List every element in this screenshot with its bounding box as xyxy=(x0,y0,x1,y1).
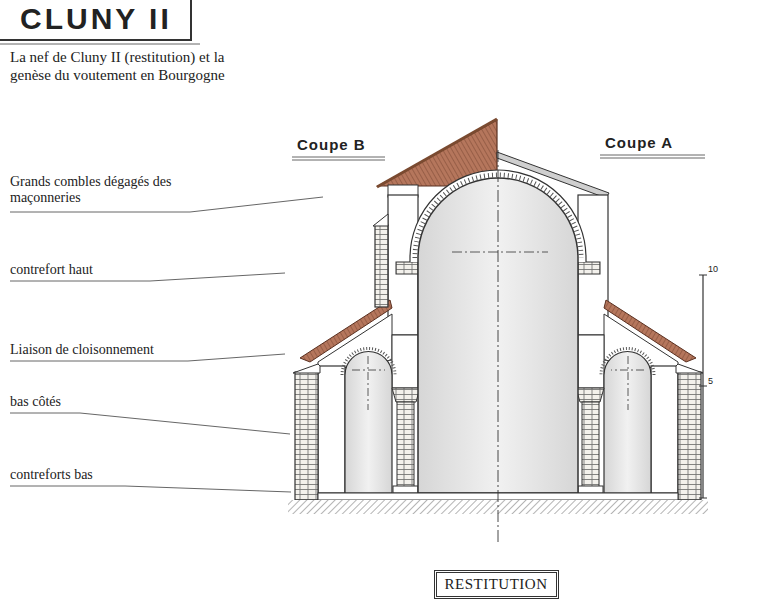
scale-number: 5 xyxy=(708,376,713,387)
section-label: Coupe A xyxy=(605,134,673,152)
section-label: Coupe B xyxy=(297,136,366,154)
part-label: bas côtés xyxy=(10,394,61,410)
part-label: Liaison de cloisonnement xyxy=(10,342,154,358)
part-label: contreforts bas xyxy=(10,467,93,483)
part-label: Grands combles dégagés des maçonneries xyxy=(10,174,185,206)
subtitle: La nef de Cluny II (restitution) et la g… xyxy=(10,48,245,84)
high-buttress xyxy=(375,225,388,307)
part-label: contrefort haut xyxy=(10,262,93,278)
title: CLUNY II xyxy=(0,0,192,41)
axis-line xyxy=(498,150,499,545)
stamp-box: RESTITUTION xyxy=(434,570,559,599)
leader-lines xyxy=(0,44,705,492)
stamp-text: RESTITUTION xyxy=(445,575,548,594)
scale-number: 10 xyxy=(708,264,718,275)
